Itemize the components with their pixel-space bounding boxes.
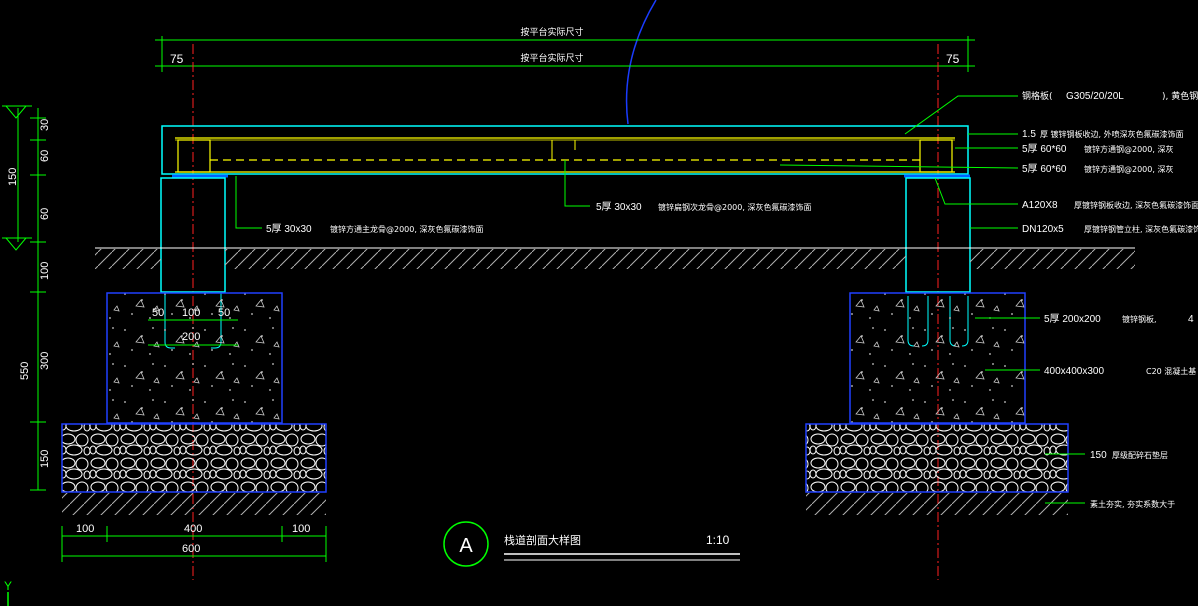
- post-dim-1: 50: [152, 307, 164, 319]
- top-dim-label-1: 按平台实际尺寸: [520, 26, 583, 38]
- footing-left: [61, 292, 327, 515]
- left-dim-150-total: 150: [7, 168, 19, 186]
- callout-5-text: 厚镀锌钢板收边, 深灰色氟碳漆饰面: [1074, 200, 1198, 210]
- callout-1-code: G305/20/20L: [1066, 91, 1124, 102]
- callout-6-code: DN120x5: [1022, 224, 1064, 235]
- callout-mid2-code: 5厚 30x30: [266, 223, 312, 235]
- left-dim-60b: 60: [39, 208, 51, 220]
- callout-5-code: A120X8: [1022, 200, 1058, 211]
- post-dim-2: 100: [182, 307, 200, 319]
- deck-frame: [161, 125, 970, 178]
- bottom-dim-100-left: 100: [76, 523, 94, 535]
- ucs-y-label: Y: [4, 579, 12, 593]
- callout-mid1-text: 镀锌扁钢次龙骨@2000, 深灰色氟碳漆饰面: [658, 202, 811, 212]
- post-dim-4: 200: [182, 331, 200, 343]
- callout-1-prefix: 钢格板(: [1022, 90, 1053, 102]
- callout-6-text: 厚镀锌钢管立柱, 深灰色氟碳漆饰面: [1084, 224, 1198, 234]
- ground-line: [95, 247, 1135, 269]
- callout-mid2-text: 镀锌方通主龙骨@2000, 深灰色氟碳漆饰面: [330, 224, 483, 234]
- callout-7-text: 镀锌钢板,: [1122, 314, 1157, 324]
- callout-3-code: 5厚 60*60: [1022, 143, 1067, 155]
- callout-8-code: 400x400x300: [1044, 366, 1104, 377]
- bottom-dim-100-right: 100: [292, 523, 310, 535]
- bottom-dimensions: [61, 526, 327, 562]
- callout-2-text: 厚 镀锌钢板收边, 外喷深灰色氟碳漆饰面: [1040, 129, 1184, 139]
- top-dim-left-offset: 75: [170, 52, 184, 66]
- callout-9-code: 150: [1090, 450, 1107, 461]
- left-dim-150: 150: [39, 450, 51, 468]
- callout-9-text: 厚级配碎石垫层: [1112, 450, 1168, 460]
- callout-2-code: 1.5: [1022, 129, 1036, 140]
- footing-right: [805, 292, 1069, 515]
- callout-3-text: 镀锌方通钢@2000, 深灰: [1084, 144, 1173, 154]
- left-dim-30: 30: [39, 119, 51, 131]
- callout-7-extra: 4: [1188, 314, 1194, 325]
- left-dim-100: 100: [39, 262, 51, 280]
- left-dim-60a: 60: [39, 150, 51, 162]
- callout-4-text: 镀锌方通钢@2000, 深灰: [1084, 164, 1173, 174]
- top-dimensions: [155, 36, 975, 72]
- callout-8-text: C20 混凝土基: [1146, 366, 1196, 376]
- top-dim-label-2: 按平台实际尺寸: [520, 52, 583, 64]
- left-dimensions: [17, 108, 46, 491]
- bottom-dim-600: 600: [182, 543, 200, 555]
- leader-arc: [625, 0, 657, 125]
- callout-1-suffix: ), 黄色钢: [1162, 90, 1198, 102]
- callout-7-code: 5厚 200x200: [1044, 313, 1101, 325]
- level-markers: [2, 105, 32, 251]
- left-dim-550-total: 550: [19, 362, 31, 380]
- post-dimensions: [148, 319, 238, 346]
- drawing-scale: 1:10: [706, 533, 730, 547]
- callout-mid1-code: 5厚 30x30: [596, 201, 642, 213]
- leader-lines: [235, 95, 1085, 504]
- bottom-dim-400: 400: [184, 523, 202, 535]
- callout-4-code: 5厚 60*60: [1022, 163, 1067, 175]
- drawing-title: 栈道剖面大样图: [504, 533, 581, 547]
- section-marker-letter: A: [459, 535, 473, 557]
- callout-10-text: 素土夯实, 夯实系数大于: [1090, 499, 1175, 509]
- top-dim-right-offset: 75: [946, 52, 960, 66]
- post-dim-3: 50: [218, 307, 230, 319]
- section-marker-circle: [443, 521, 489, 567]
- left-dim-300: 300: [39, 352, 51, 370]
